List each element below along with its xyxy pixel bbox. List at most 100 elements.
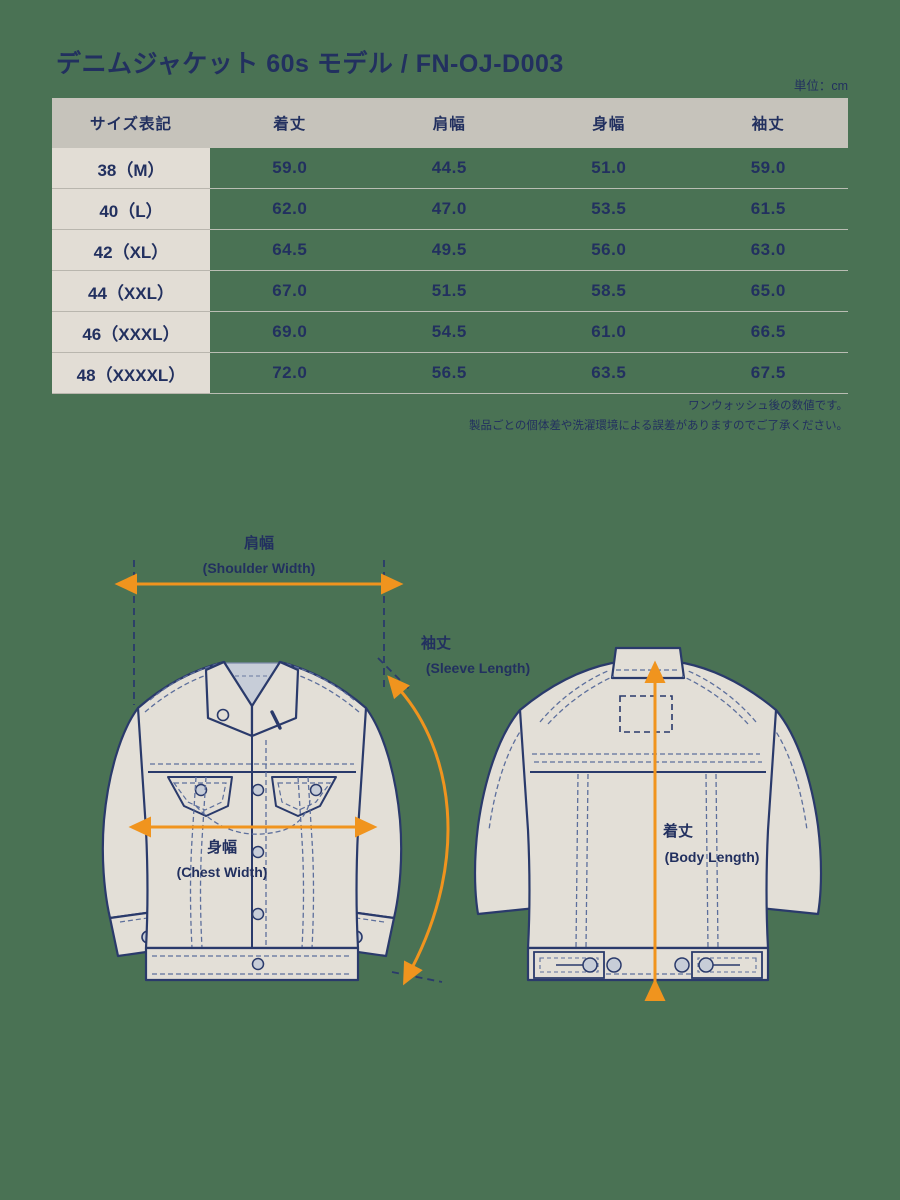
body-label-jp: 着丈 bbox=[662, 822, 693, 840]
cell-shoulder: 54.5 bbox=[369, 311, 529, 353]
cell-shoulder: 44.5 bbox=[369, 148, 529, 189]
cell-chest: 51.0 bbox=[529, 148, 689, 189]
cell-shoulder: 47.0 bbox=[369, 188, 529, 230]
front-button bbox=[251, 907, 265, 921]
back-right-seam bbox=[715, 773, 719, 949]
table-row: 38（M） 59.0 44.5 51.0 59.0 bbox=[52, 148, 848, 189]
front-right-pocket-stitch bbox=[277, 782, 332, 811]
page-title: デニムジャケット 60s モデル / FN-OJ-D003 bbox=[56, 50, 564, 78]
cell-body-length: 67.0 bbox=[210, 270, 370, 312]
column-header-sleeve: 袖丈 bbox=[688, 98, 848, 148]
front-left-seam bbox=[189, 776, 197, 949]
back-left-cinch-button bbox=[582, 957, 598, 973]
cell-sleeve: 67.5 bbox=[688, 352, 848, 394]
unit-note: 単位：cm bbox=[793, 79, 848, 93]
column-header-shoulder: 肩幅 bbox=[369, 98, 529, 148]
column-header-chest: 身幅 bbox=[529, 98, 689, 148]
shoulder-label-jp: 肩幅 bbox=[244, 534, 274, 552]
cell-body-length: 59.0 bbox=[210, 148, 370, 189]
row-size-label: 46（XXXL） bbox=[52, 311, 210, 353]
table-row: 42（XL） 64.5 49.5 56.0 63.0 bbox=[52, 229, 848, 271]
sleeve-extension-top bbox=[377, 657, 411, 691]
jacket-front-illustration bbox=[101, 660, 403, 982]
front-collar-buttonhole bbox=[270, 710, 282, 730]
chest-label-jp: 身幅 bbox=[207, 838, 237, 856]
jacket-back-illustration bbox=[473, 646, 823, 982]
row-size-label: 48（XXXXL） bbox=[52, 352, 210, 394]
cell-chest: 63.5 bbox=[529, 352, 689, 394]
back-left-shoulder-stitch-2 bbox=[547, 675, 615, 725]
back-right-hem-button bbox=[674, 957, 690, 973]
table-header: サイズ表記 着丈 肩幅 身幅 袖丈 bbox=[52, 98, 848, 148]
front-button bbox=[251, 783, 265, 797]
back-left-seam bbox=[575, 773, 579, 949]
sleeve-label-jp: 袖丈 bbox=[421, 634, 451, 652]
sleeve-label-en: (Sleeve Length) bbox=[426, 660, 530, 676]
sleeve-arrow bbox=[387, 675, 450, 986]
front-collar-button bbox=[216, 708, 230, 722]
cell-body-length: 69.0 bbox=[210, 311, 370, 353]
table-header-row: サイズ表記 着丈 肩幅 身幅 袖丈 bbox=[52, 98, 848, 148]
chest-measurement: 身幅 (Chest Width) bbox=[128, 816, 378, 880]
cell-sleeve: 59.0 bbox=[688, 148, 848, 189]
back-left-shoulder-stitch bbox=[539, 669, 611, 723]
front-collar-right bbox=[250, 660, 300, 738]
footnote-line: ワンウォッシュ後の数値です。 bbox=[688, 400, 848, 412]
table-row: 46（XXXL） 69.0 54.5 61.0 66.5 bbox=[52, 311, 848, 353]
body-label-en: (Body Length) bbox=[665, 849, 760, 865]
back-right-sleeve-stitch bbox=[771, 725, 808, 831]
back-right-cinch-stitch bbox=[697, 957, 757, 973]
shoulder-label-en: (Shoulder Width) bbox=[203, 560, 316, 576]
front-right-seam bbox=[307, 776, 315, 949]
footnote-line: 製品ごとの個体差や洗濯環境による誤差がありますのでご了承ください。 bbox=[468, 420, 848, 433]
table-row: 44（XXL） 67.0 51.5 58.5 65.0 bbox=[52, 270, 848, 312]
size-table: サイズ表記 着丈 肩幅 身幅 袖丈 38（M） 59.0 44.5 51.0 5… bbox=[52, 98, 848, 394]
row-size-label: 44（XXL） bbox=[52, 270, 210, 312]
row-size-label: 40（L） bbox=[52, 188, 210, 230]
cell-sleeve: 66.5 bbox=[688, 311, 848, 353]
cell-chest: 58.5 bbox=[529, 270, 689, 312]
cell-shoulder: 56.5 bbox=[369, 352, 529, 394]
chest-label-en: (Chest Width) bbox=[177, 864, 268, 880]
cell-shoulder: 49.5 bbox=[369, 229, 529, 271]
sleeve-extension-bottom bbox=[391, 971, 443, 983]
cell-chest: 56.0 bbox=[529, 229, 689, 271]
cell-shoulder: 51.5 bbox=[369, 270, 529, 312]
cell-body-length: 72.0 bbox=[210, 352, 370, 394]
cell-chest: 61.0 bbox=[529, 311, 689, 353]
cell-sleeve: 63.0 bbox=[688, 229, 848, 271]
shoulder-measurement: 肩幅 (Shoulder Width) bbox=[114, 534, 404, 705]
front-left-pocket-button bbox=[194, 783, 208, 797]
footnotes: ワンウォッシュ後の数値です。 製品ごとの個体差や洗濯環境による誤差がありますので… bbox=[469, 396, 848, 436]
front-button bbox=[251, 845, 265, 859]
table-row: 40（L） 62.0 47.0 53.5 61.5 bbox=[52, 188, 848, 230]
front-left-seam-2 bbox=[199, 776, 207, 949]
table-row: 48（XXXXL） 72.0 56.5 63.5 67.5 bbox=[52, 352, 848, 394]
back-right-shoulder-stitch-2 bbox=[681, 675, 749, 725]
body-length-measurement: 着丈 (Body Length) bbox=[644, 660, 760, 1001]
cell-sleeve: 65.0 bbox=[688, 270, 848, 312]
size-table-wrapper: サイズ表記 着丈 肩幅 身幅 袖丈 38（M） 59.0 44.5 51.0 5… bbox=[52, 98, 848, 394]
cell-chest: 53.5 bbox=[529, 188, 689, 230]
back-right-cinch-button bbox=[698, 957, 714, 973]
row-size-label: 38（M） bbox=[52, 148, 210, 189]
front-left-pocket-stitch bbox=[172, 782, 227, 811]
cell-sleeve: 61.5 bbox=[688, 188, 848, 230]
cell-body-length: 62.0 bbox=[210, 188, 370, 230]
back-collar bbox=[610, 646, 686, 680]
table-body: 38（M） 59.0 44.5 51.0 59.0 40（L） 62.0 47.… bbox=[52, 148, 848, 394]
back-left-sleeve-stitch bbox=[488, 725, 525, 831]
front-hem-button bbox=[251, 957, 265, 971]
back-left-cinch-stitch bbox=[539, 957, 599, 973]
column-header-body-length: 着丈 bbox=[210, 98, 370, 148]
front-right-pocket-button bbox=[309, 783, 323, 797]
cell-body-length: 64.5 bbox=[210, 229, 370, 271]
sleeve-measurement: 袖丈 (Sleeve Length) bbox=[377, 634, 530, 986]
back-right-seam-2 bbox=[705, 773, 709, 949]
row-size-label: 42（XL） bbox=[52, 229, 210, 271]
back-left-seam-2 bbox=[585, 773, 589, 949]
measurement-diagram: 肩幅 (Shoulder Width) 袖丈 (Sleeve Length) 身… bbox=[0, 500, 900, 1060]
front-right-seam-2 bbox=[297, 776, 305, 949]
back-right-shoulder-stitch bbox=[685, 669, 757, 723]
